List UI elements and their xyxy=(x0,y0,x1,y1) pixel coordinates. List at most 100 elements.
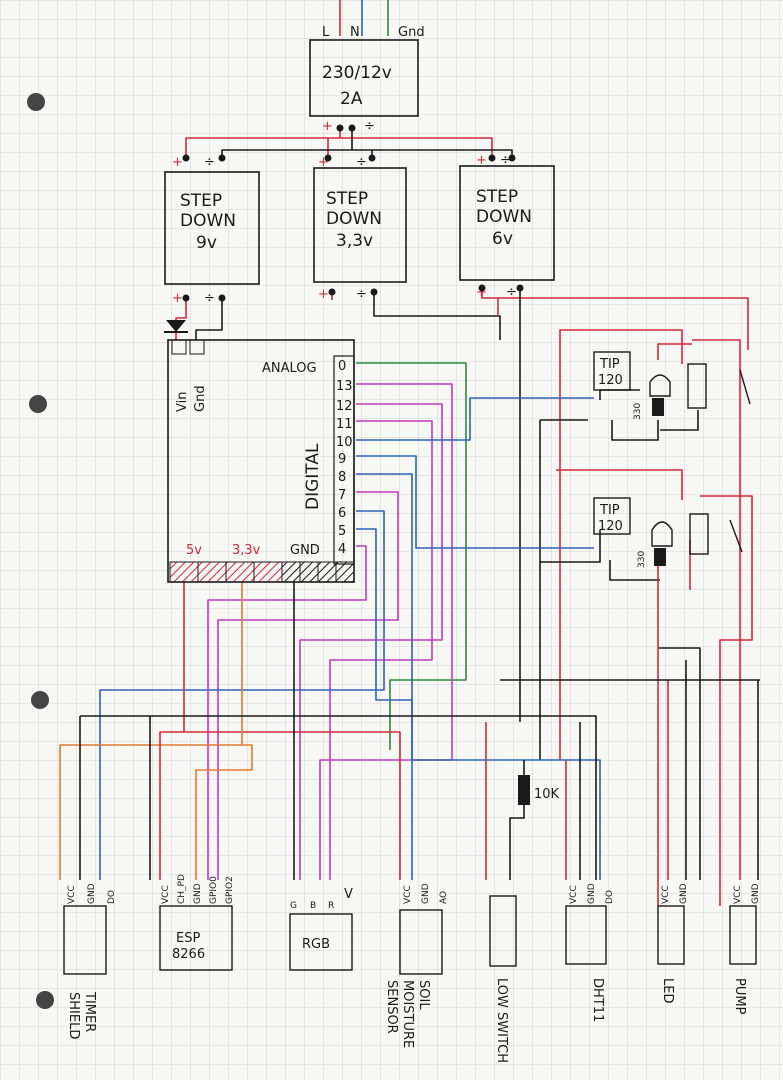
svg-text:9: 9 xyxy=(338,452,346,467)
svg-text:330: 330 xyxy=(637,551,647,568)
svg-text:TIP: TIP xyxy=(599,357,620,372)
transistor-1: TIP 120 330 xyxy=(593,351,751,420)
rail-3v3-label: 3,3v xyxy=(232,543,261,558)
module-dht11: VCC GND DO DHT11 xyxy=(565,883,615,1022)
svg-text:AO: AO xyxy=(439,891,449,904)
svg-text:STEP: STEP xyxy=(326,189,368,209)
svg-text:PUMP: PUMP xyxy=(732,978,747,1015)
module-low-switch: LOW SWITCH xyxy=(489,895,517,1063)
svg-text:VCC: VCC xyxy=(403,885,413,904)
svg-text:STEP: STEP xyxy=(476,187,518,207)
step-down-3v3: STEP DOWN 3,3v + ÷ + ÷ xyxy=(313,155,407,302)
svg-text:B: B xyxy=(310,901,316,911)
module-soil-moisture-sensor: VCC GND AO SOIL MOISTURE SENSOR xyxy=(384,883,449,1048)
svg-text:SHIELD: SHIELD xyxy=(66,992,81,1039)
svg-text:TIMER: TIMER xyxy=(82,991,97,1032)
junction-dots xyxy=(182,124,524,302)
module-timer-shield: VCC GND DO TIMER SHIELD xyxy=(63,883,117,1039)
svg-text:120: 120 xyxy=(598,373,623,388)
transistor-2: TIP 120 330 xyxy=(593,497,743,568)
svg-text:÷: ÷ xyxy=(204,291,215,306)
svg-text:VCC: VCC xyxy=(733,885,743,904)
svg-text:+: + xyxy=(172,291,183,306)
svg-text:DOWN: DOWN xyxy=(476,207,532,227)
rail-5v-label: 5v xyxy=(186,543,202,558)
svg-text:+: + xyxy=(476,153,487,168)
wires xyxy=(59,0,760,906)
svg-text:+: + xyxy=(318,155,329,170)
svg-text:÷: ÷ xyxy=(356,287,367,302)
svg-text:+: + xyxy=(476,285,487,300)
arduino-board: Vin Gnd ANALOG DIGITAL 0 13 12 11 10 9 8… xyxy=(167,339,355,583)
svg-text:330: 330 xyxy=(633,403,643,420)
svg-text:V: V xyxy=(344,887,353,902)
step-down-9v: STEP DOWN 9v + ÷ + ÷ xyxy=(164,155,260,306)
svg-text:VCC: VCC xyxy=(569,885,579,904)
svg-text:÷: ÷ xyxy=(506,285,517,300)
svg-text:10: 10 xyxy=(336,435,353,450)
svg-text:+: + xyxy=(172,155,183,170)
module-led: VCC GND LED xyxy=(657,883,689,1003)
psu-plus: + xyxy=(322,119,333,134)
svg-text:MOISTURE: MOISTURE xyxy=(400,980,415,1048)
svg-text:DO: DO xyxy=(605,890,615,904)
svg-text:LED: LED xyxy=(660,978,675,1003)
diode-icon xyxy=(164,320,188,333)
svg-text:+: + xyxy=(318,287,329,302)
module-pump: VCC GND PUMP xyxy=(729,883,761,1015)
mains-label-n: N xyxy=(350,25,360,40)
mains-input: L N Gnd xyxy=(322,25,425,40)
svg-text:8266: 8266 xyxy=(172,947,205,962)
svg-text:5: 5 xyxy=(338,524,346,539)
mains-label-gnd: Gnd xyxy=(398,25,425,40)
svg-text:VCC: VCC xyxy=(661,885,671,904)
svg-text:DO: DO xyxy=(107,890,117,904)
svg-text:SOIL: SOIL xyxy=(416,980,431,1010)
svg-text:VCC: VCC xyxy=(67,885,77,904)
svg-text:RGB: RGB xyxy=(302,937,330,952)
rail-gnd-label: GND xyxy=(290,543,320,558)
resistor-icon xyxy=(654,548,666,566)
svg-text:9v: 9v xyxy=(196,233,217,253)
svg-text:0: 0 xyxy=(338,359,346,374)
svg-text:VCC: VCC xyxy=(161,885,171,904)
svg-text:GND: GND xyxy=(587,883,597,904)
svg-text:GND: GND xyxy=(679,883,689,904)
svg-text:÷: ÷ xyxy=(500,153,511,168)
svg-text:G: G xyxy=(290,901,297,911)
svg-text:8: 8 xyxy=(338,470,346,485)
mains-label-l: L xyxy=(322,25,330,40)
svg-text:3,3v: 3,3v xyxy=(336,231,373,251)
step-down-6v: STEP DOWN 6v + ÷ + ÷ xyxy=(459,153,555,300)
svg-text:GPIO2: GPIO2 xyxy=(225,876,235,904)
svg-text:GPIO0: GPIO0 xyxy=(209,876,219,904)
svg-text:SENSOR: SENSOR xyxy=(384,980,399,1034)
svg-text:STEP: STEP xyxy=(180,191,222,211)
relay-coil-icon xyxy=(687,363,707,409)
svg-text:GND: GND xyxy=(751,883,761,904)
binder-holes xyxy=(27,93,54,1009)
relay-coil-icon xyxy=(689,513,709,555)
svg-text:GND: GND xyxy=(193,883,203,904)
svg-text:DOWN: DOWN xyxy=(180,211,236,231)
svg-text:120: 120 xyxy=(598,519,623,534)
svg-text:GND: GND xyxy=(87,883,97,904)
pin-labels: 0 13 12 11 10 9 8 7 6 5 4 xyxy=(336,359,353,557)
arduino-analog-label: ANALOG xyxy=(262,361,317,376)
svg-text:DOWN: DOWN xyxy=(326,209,382,229)
svg-text:7: 7 xyxy=(338,488,346,503)
psu-rating: 230/12v xyxy=(322,63,392,83)
svg-text:ESP: ESP xyxy=(176,931,200,946)
arduino-gnd-label: Gnd xyxy=(193,385,208,412)
svg-text:GND: GND xyxy=(421,883,431,904)
power-supply: 230/12v 2A + ÷ xyxy=(309,39,419,134)
svg-text:6v: 6v xyxy=(492,229,513,249)
psu-minus: ÷ xyxy=(364,119,375,134)
arduino-vin-label: Vin xyxy=(175,392,190,412)
svg-text:12: 12 xyxy=(336,399,353,414)
svg-text:4: 4 xyxy=(338,542,346,557)
svg-text:÷: ÷ xyxy=(204,155,215,170)
psu-current: 2A xyxy=(340,89,363,109)
pullup-resistor: 10K xyxy=(518,775,560,805)
